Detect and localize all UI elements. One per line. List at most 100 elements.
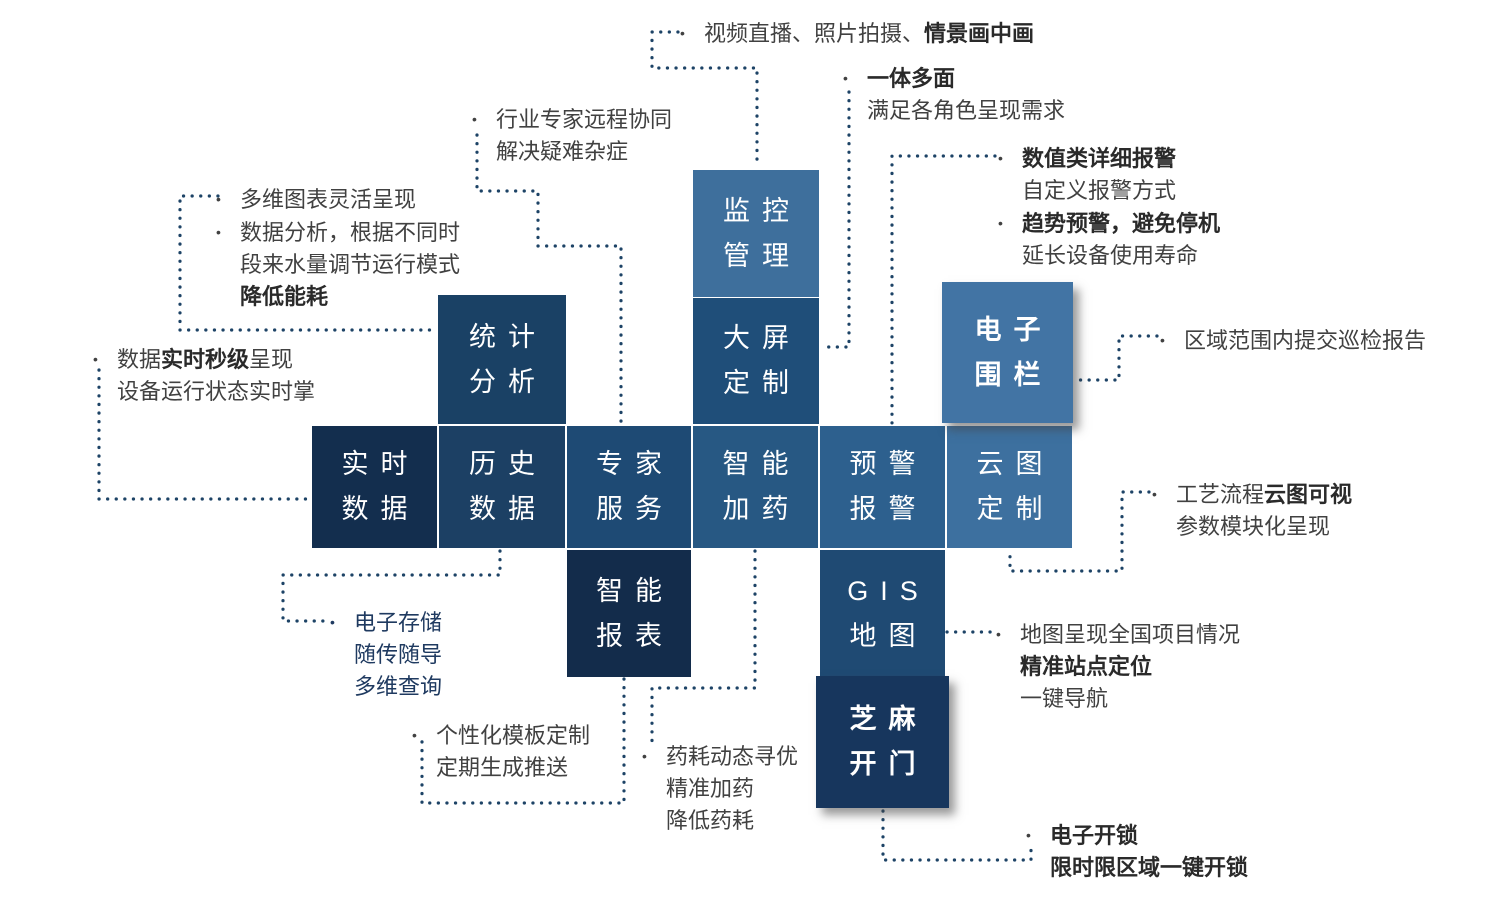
annotation-process-cloudmap: •工艺流程云图可视参数模块化呈现 <box>1152 478 1352 543</box>
tile-label: 大屏 <box>723 323 801 353</box>
tile-label: 实时 <box>341 449 420 479</box>
tile-label: 专家 <box>596 449 674 479</box>
annotation-line: •数据分析，根据不同时 <box>216 216 460 249</box>
annotation-line: •一体多面 <box>843 62 1065 95</box>
bullet-dot-icon: • <box>93 351 98 367</box>
tile-bigscreen-customization: 大屏 定制 <box>693 298 819 424</box>
annotation-line: 降低药耗 <box>666 808 755 833</box>
connector-hangye-to-zhuanjia <box>475 133 623 425</box>
tile-expert-service: 专家 服务 <box>567 426 691 548</box>
bullet-dot-icon: • <box>472 111 477 127</box>
tile-smart-dosing: 智能 加药 <box>693 426 818 548</box>
annotation-one-body: •一体多面满足各角色呈现需求 <box>843 62 1065 127</box>
annotation-line: 满足各角色呈现需求 <box>867 98 1066 123</box>
bullet-dot-icon: • <box>680 25 685 41</box>
connector-shuju-to-shishi <box>97 368 311 501</box>
bullet-dot-icon: • <box>998 150 1003 166</box>
annotation-line: •地图呈现全国项目情况 <box>996 618 1240 651</box>
tile-realtime-data: 实时 数据 <box>312 426 437 548</box>
tile-history-data: 历史 数据 <box>439 426 565 548</box>
connector-jiayao-to-yaohao <box>650 549 757 744</box>
bullet-dot-icon: • <box>1026 827 1031 843</box>
annotation-expert-remote: •行业专家远程协同解决疑难杂症 <box>472 103 672 168</box>
annotation-line: 解决疑难杂症 <box>496 139 629 164</box>
annotation-line: •数值类详细报警 <box>998 142 1220 175</box>
annotation-line: •行业专家远程协同 <box>472 103 672 136</box>
annotation-line: 段来水量调节运行模式 <box>240 252 461 277</box>
connector-yiti-to-daping <box>819 90 851 349</box>
connector-baobiao-to-gexinghua <box>420 677 626 805</box>
bullet-dot-icon: • <box>642 748 647 764</box>
tile-label: 开门 <box>849 749 928 779</box>
annotation-realtime-seconds: •数据实时秒级呈现设备运行状态实时掌 <box>93 343 315 408</box>
bullet-dot-icon: • <box>216 224 221 240</box>
annotation-line: 定期生成推送 <box>436 755 569 780</box>
tile-label: 数据 <box>469 494 547 524</box>
annotation-line: •数据实时秒级呈现 <box>93 343 315 376</box>
annotation-multi-charts: •多维图表灵活呈现•数据分析，根据不同时段来水量调节运行模式降低能耗 <box>216 183 460 313</box>
tile-cloudmap-customization: 云图 定制 <box>947 426 1072 548</box>
annotation-line: 降低能耗 <box>240 284 329 309</box>
tile-label: 围栏 <box>974 359 1053 390</box>
bullet-dot-icon: • <box>998 215 1003 231</box>
annotation-line: 限时限区域一键开锁 <box>1050 855 1249 880</box>
annotation-line: 精准站点定位 <box>1020 654 1153 679</box>
tile-label: 报表 <box>596 620 674 651</box>
annotation-line: •药耗动态寻优 <box>642 740 798 773</box>
tile-monitoring-management: 监控 管理 <box>693 170 819 297</box>
annotation-e-storage: •电子存储随传随导多维查询 <box>330 606 442 703</box>
annotation-line: 精准加药 <box>666 776 755 801</box>
tile-label: 加药 <box>722 494 801 524</box>
annotation-numeric-alarm: •数值类详细报警自定义报警方式 •趋势预警，避免停机延长设备使用寿命 <box>998 142 1220 272</box>
annotation-inspection-report: •区域范围内提交巡检报告 <box>1160 324 1426 357</box>
tile-electronic-fence: 电子 围栏 <box>942 282 1073 423</box>
annotation-line: •电子开锁 <box>1026 819 1248 852</box>
tile-label: 预警 <box>849 449 928 479</box>
bullet-dot-icon: • <box>412 727 417 743</box>
bullet-dot-icon: • <box>330 614 335 630</box>
annotation-line: •趋势预警，避免停机 <box>998 207 1220 240</box>
annotation-national-map: •地图呈现全国项目情况精准站点定位一键导航 <box>996 618 1240 715</box>
annotation-line: 延长设备使用寿命 <box>1022 243 1199 268</box>
bullet-dot-icon: • <box>216 191 221 207</box>
tile-label: 数据 <box>341 494 420 524</box>
tile-statistics-analysis: 统计 分析 <box>438 295 566 424</box>
tile-early-warning-alarm: 预警 报警 <box>820 426 945 548</box>
annotation-custom-template: •个性化模板定制定期生成推送 <box>412 719 590 784</box>
annotation-line: 一键导航 <box>1020 686 1109 711</box>
tile-label: 分析 <box>469 366 547 397</box>
tile-label: 芝麻 <box>849 704 928 734</box>
bullet-dot-icon: • <box>1160 332 1165 348</box>
annotation-video-live: •视频直播、照片拍摄、情景画中画 <box>680 17 1034 50</box>
annotation-line: 多维查询 <box>354 674 443 699</box>
annotation-line: •多维图表灵活呈现 <box>216 183 460 216</box>
bullet-dot-icon: • <box>996 626 1001 642</box>
connector-gongyi-to-yuntu <box>1008 490 1151 573</box>
tile-label: 统计 <box>469 321 547 352</box>
tile-gis-map: GIS 地图 <box>820 550 945 677</box>
annotation-line: 自定义报警方式 <box>1022 178 1177 203</box>
connector-video-to-jiankong <box>650 30 759 169</box>
tile-label: 报警 <box>849 494 928 524</box>
tile-label: 定制 <box>723 368 801 398</box>
annotation-line: 设备运行状态实时掌 <box>117 379 316 404</box>
annotation-line: 随传随导 <box>354 642 443 667</box>
tile-label: 历史 <box>469 449 547 479</box>
tile-label: 定制 <box>976 494 1055 524</box>
tile-label: 智能 <box>596 575 674 606</box>
tile-sesame-open: 芝麻 开门 <box>816 676 949 808</box>
tile-label: 监控 <box>723 195 801 226</box>
tile-label: 云图 <box>976 449 1055 479</box>
connector-shuzhi-to-yujing <box>890 154 997 425</box>
bullet-dot-icon: • <box>1152 486 1157 502</box>
annotation-line: •工艺流程云图可视 <box>1152 478 1352 511</box>
annotation-e-unlock: •电子开锁限时限区域一键开锁 <box>1026 819 1248 884</box>
tile-label: 管理 <box>723 240 801 271</box>
connector-quyu-to-weilan <box>1075 334 1159 382</box>
connector-lishi-to-dianzicun <box>281 549 502 623</box>
tile-label: 服务 <box>596 494 674 524</box>
tile-label: GIS <box>847 575 930 606</box>
tile-smart-report: 智能 报表 <box>567 550 691 677</box>
